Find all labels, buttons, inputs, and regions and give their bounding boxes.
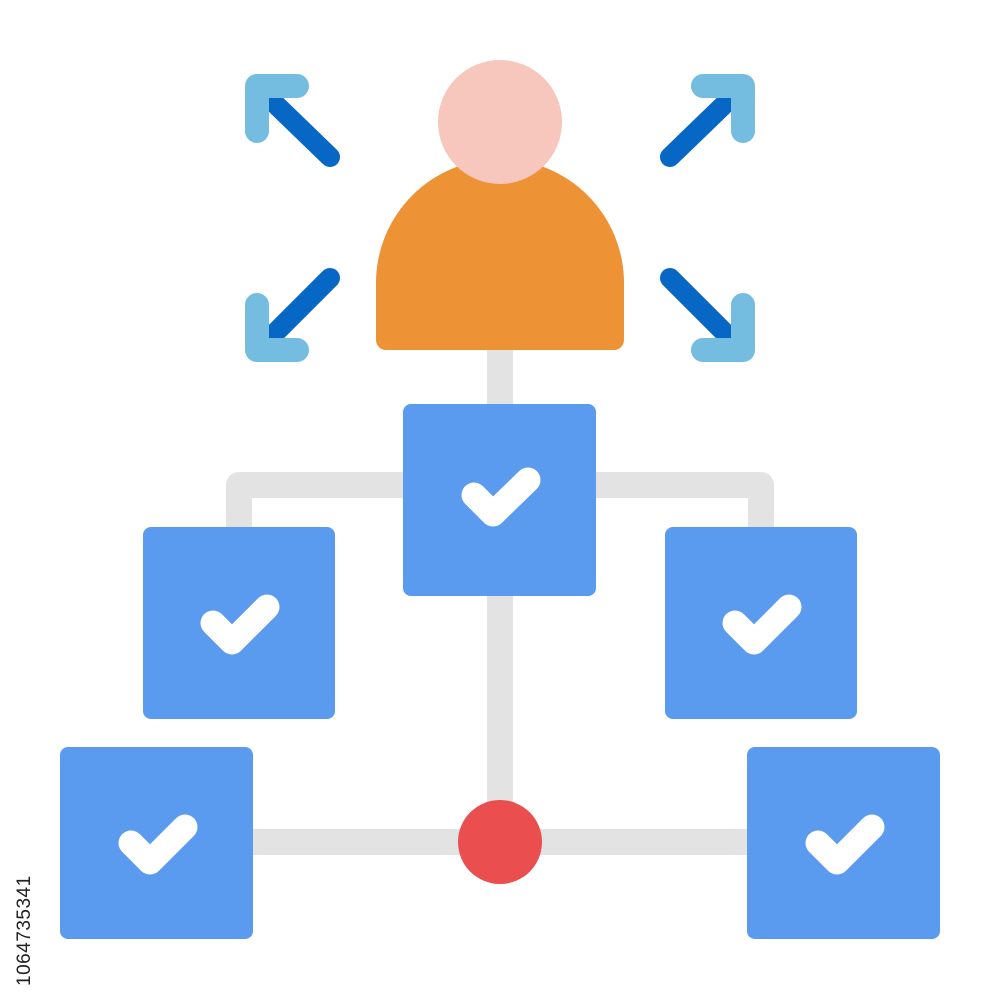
task-boxes <box>60 404 940 939</box>
task-box-top <box>403 404 596 596</box>
task-box-bottom-left <box>60 747 253 939</box>
arrow-down-right-icon <box>660 268 755 362</box>
expand-arrows-icon <box>245 74 755 362</box>
person-body <box>376 159 624 350</box>
person-icon <box>376 60 624 350</box>
arrow-up-left-icon <box>245 74 340 167</box>
hub-node-icon <box>458 800 542 884</box>
arrow-down-left-icon <box>245 268 340 362</box>
task-box-middle-right <box>665 527 857 719</box>
person-head <box>438 60 562 184</box>
task-box-middle-left <box>143 527 335 719</box>
arrow-up-right-icon <box>660 74 755 167</box>
task-box-bottom-right <box>747 747 940 939</box>
